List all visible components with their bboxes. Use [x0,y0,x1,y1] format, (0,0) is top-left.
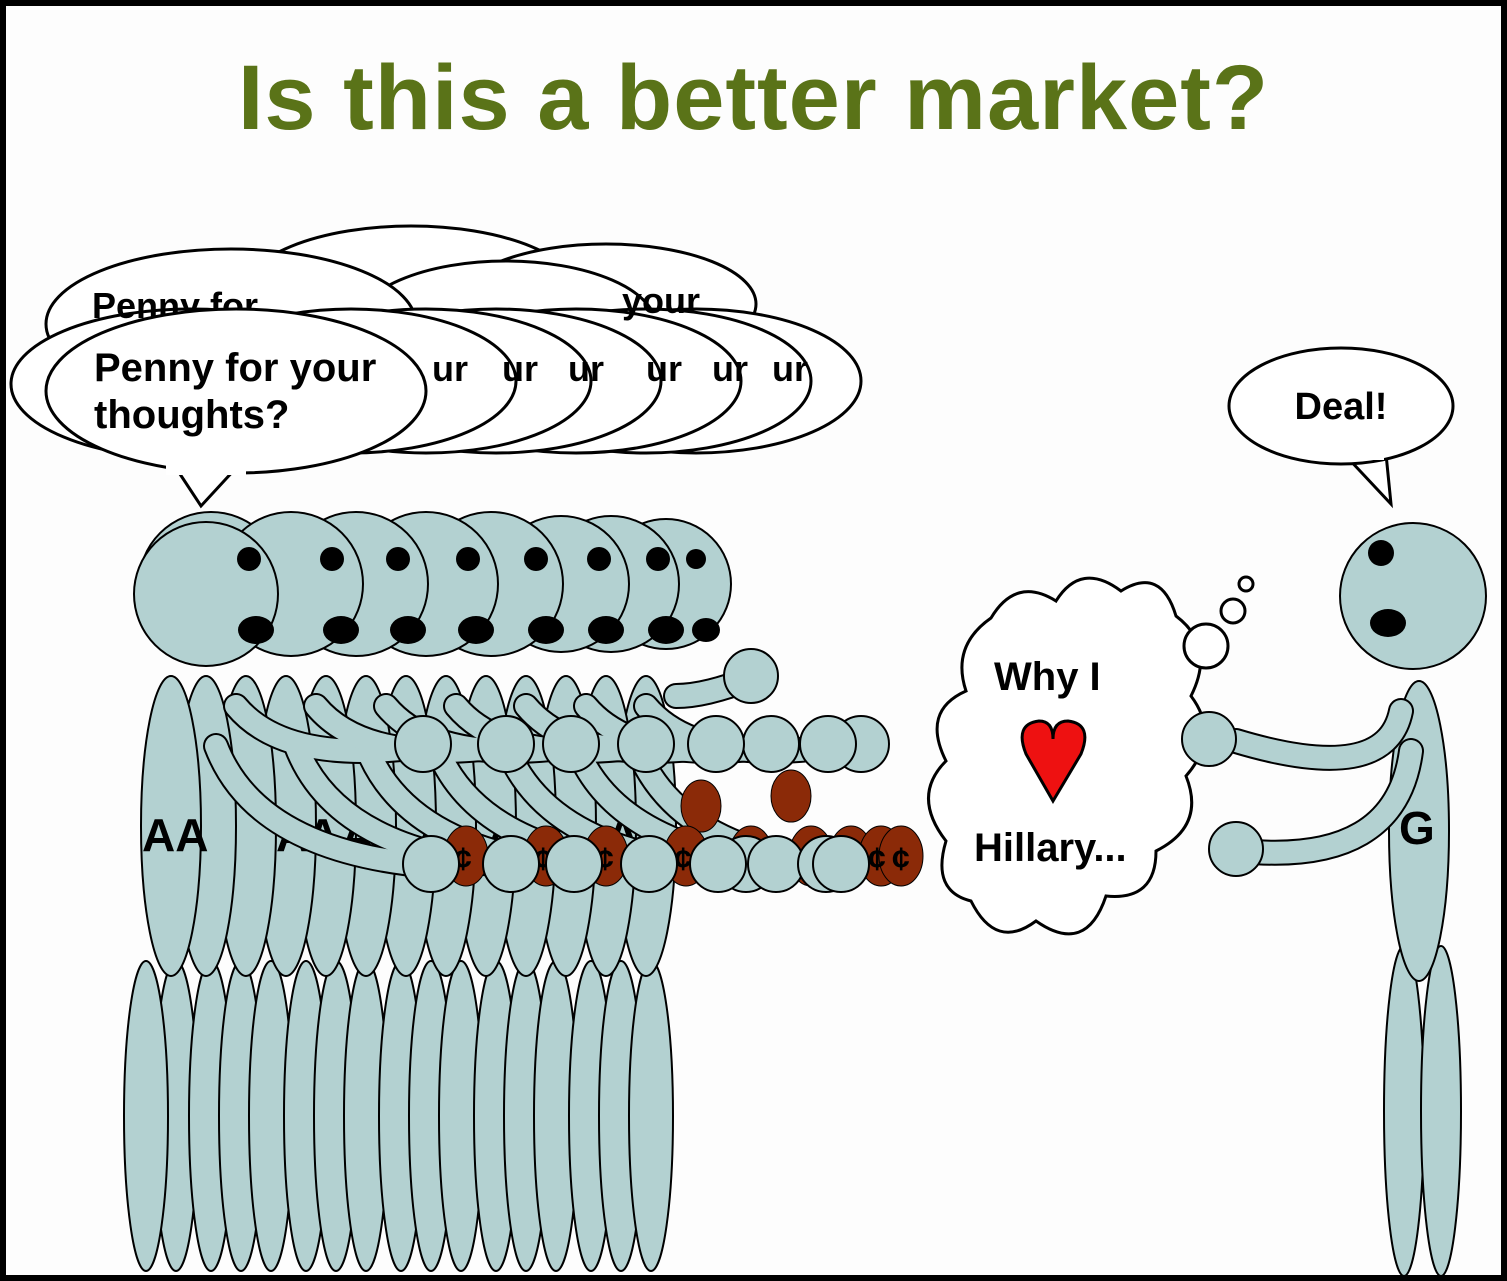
buyer-label: AA [142,809,208,861]
back-bubble-text: ur [432,348,468,389]
thought-bubble-dot [1219,597,1247,625]
seller-arms [1223,698,1424,866]
thought-bubble-dot [1182,622,1230,670]
back-bubble-text: ur [568,348,604,389]
speech-text-line-1: Penny for your [94,346,376,390]
coin-symbol: ¢ [868,841,886,877]
comic-title: Is this a better market? [237,47,1270,149]
buyer-faces [237,547,720,644]
seller-leg [1420,945,1462,1275]
back-bubble-text: ur [772,348,808,389]
buyer-head-front [133,521,279,667]
seller-speech-bubble [1227,346,1455,509]
heart-icon [1020,719,1087,804]
seller-eye [1368,540,1394,566]
back-bubble-text: ur [646,348,682,389]
seller-hand [1208,821,1264,877]
coin-icon [770,769,812,823]
seller-label: G [1399,802,1435,854]
comic-scene: Penny for your ur ur ur ur ur ur Penny f… [9,224,1487,1275]
seller-leg [1383,945,1425,1275]
thought-line-2: Hillary... [974,826,1127,870]
thought-bubble-dot [1237,575,1255,593]
buyer-heads [133,511,732,667]
coin-symbol: ¢ [892,841,910,877]
coin-icon [680,779,722,833]
front-speech-bubble [44,307,428,509]
seller-speech-text: Deal! [1295,386,1388,428]
buyer-legs [123,960,674,1272]
thought-line-1: Why I [994,655,1101,699]
seller-head [1339,522,1487,670]
back-bubble-text: your [622,280,700,321]
coin-icon [878,825,924,887]
seller-mouth [1370,609,1406,637]
back-bubble-text: ur [712,348,748,389]
coin-symbol: ¢ [674,841,692,877]
back-bubble-text: ur [502,348,538,389]
buyer-hands [394,648,890,893]
seller-hand [1181,711,1237,767]
speech-text-line-2: thoughts? [94,393,290,437]
